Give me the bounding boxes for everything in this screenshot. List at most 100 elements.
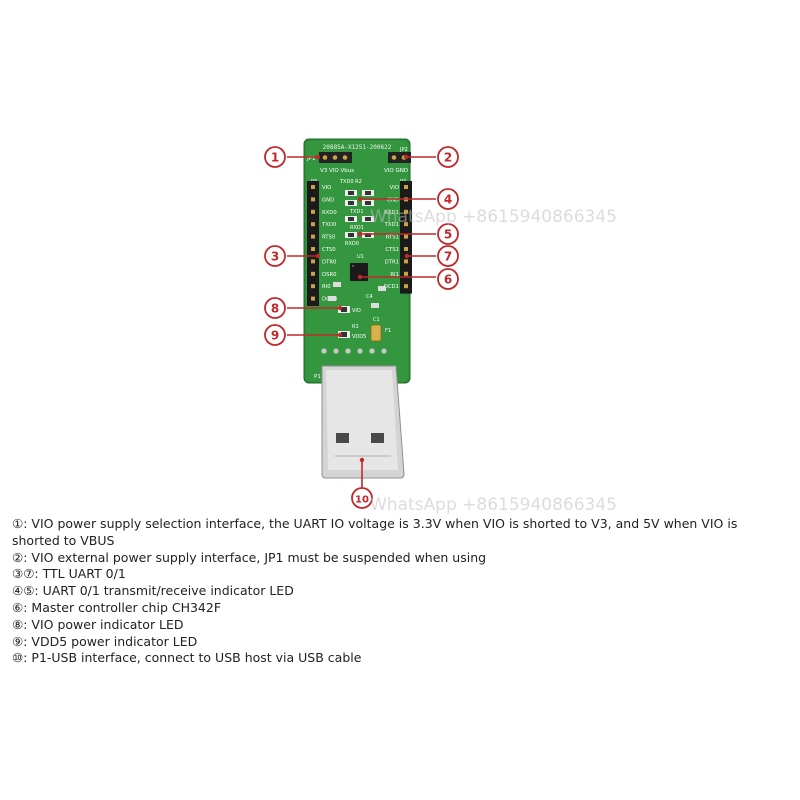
legend-line: ①: VIO power supply selection interface,…: [12, 516, 788, 550]
uart1-pin: [404, 284, 408, 289]
callout-circle-3: [264, 245, 286, 267]
legend-descriptions: ①: VIO power supply selection interface,…: [12, 516, 788, 667]
uart0-pin-label: RTS0: [322, 235, 336, 241]
uart1-pin: [404, 247, 408, 251]
label-rxd0: RXD0: [345, 241, 359, 247]
label-c1: C1: [373, 317, 380, 323]
label-txd1: TXD1: [349, 209, 364, 215]
callout-number-9: 9: [271, 328, 279, 342]
callout-number-2: 2: [444, 150, 452, 164]
callout-circle-4: [437, 188, 459, 210]
callout-circle-8: [264, 297, 286, 319]
uart0-pin-header: [307, 181, 319, 306]
jumper-jp1: [319, 152, 352, 163]
legend-line: ⑨: VDD5 power indicator LED: [12, 634, 788, 651]
callout-circle-2: [437, 146, 459, 168]
jumper-jp2-label: JP2: [399, 147, 408, 153]
callout-number-10: 10: [355, 494, 369, 505]
callout-circle-7: [437, 245, 459, 267]
callout-number-8: 8: [271, 301, 279, 315]
led-row-2: [345, 216, 374, 222]
led-row-3: [345, 232, 374, 238]
callout-lines: [287, 156, 436, 488]
label-c4: C4: [366, 294, 373, 300]
label-vdd5-led: VDD5: [352, 334, 366, 340]
jp1-pin-labels: V3 VIO Vbus: [320, 168, 354, 174]
legend-marker: ②: [12, 549, 24, 565]
uart1-pin-label: DCD1: [384, 284, 399, 290]
uart0-pin: [311, 247, 315, 251]
uart1-pin-label: VIO: [390, 185, 399, 191]
uart1-pin-label: RXD1: [384, 210, 399, 216]
uart0-pin: [311, 185, 315, 189]
label-f1: F1: [385, 328, 391, 334]
uart0-pin-label: RXD0: [322, 210, 337, 216]
uart0-pin: [311, 222, 315, 227]
uart0-pin: [311, 271, 315, 276]
uart0-pin-label: GND: [322, 197, 334, 203]
label-vio-led: VIO: [352, 308, 361, 314]
legend-marker: ⑩: [12, 650, 24, 666]
watermark-top: WhatsApp +8615940866345: [370, 207, 617, 227]
legend-line: ②: VIO external power supply interface, …: [12, 550, 788, 567]
uart0-pin: [311, 296, 315, 301]
uart0-header-body: [307, 181, 319, 306]
uart1-pin: [404, 259, 408, 264]
label-r1: R1: [352, 324, 359, 330]
legend-marker: ⑨: [12, 633, 24, 649]
callout-circle-9: [264, 324, 286, 346]
uart1-pin-label: CTS1: [385, 247, 399, 253]
uart0-pin: [311, 259, 315, 264]
uart1-pin-label: RTS1: [386, 235, 399, 241]
label-u1: U1: [357, 254, 364, 260]
label-rxd1: RXD1: [350, 225, 364, 231]
uart0-pin-label: CTS0: [322, 247, 336, 253]
callout-number-7: 7: [444, 249, 452, 263]
usb-p1-label: P1: [314, 374, 321, 380]
watermark-bottom: WhatsApp +8615940866345: [370, 495, 617, 515]
uart1-pin: [404, 234, 408, 239]
uart1-pin-label: GND: [387, 197, 399, 203]
usb-solder-pads: [321, 348, 387, 354]
jumper-jp1-label: JP1: [306, 156, 315, 162]
callout-circle-1: [264, 146, 286, 168]
legend-text: : VIO external power supply interface, J…: [23, 549, 487, 565]
legend-text: : VDD5 power indicator LED: [23, 633, 198, 649]
callout-number-1: 1: [271, 150, 279, 164]
uart1-pin-header: [400, 181, 412, 294]
uart0-pin-label: RI0: [322, 284, 331, 290]
callout-number-5: 5: [444, 227, 452, 241]
legend-marker: ①: [12, 516, 24, 531]
callout-number-6: 6: [444, 272, 452, 286]
vdd5-led: [338, 331, 350, 338]
callout-circle-5: [437, 223, 459, 245]
uart0-pin: [311, 234, 315, 239]
legend-text: : P1-USB interface, connect to USB host …: [23, 650, 362, 666]
legend-marker: ③⑦: [12, 566, 35, 582]
usb-connector: [321, 365, 405, 479]
pcb-inner-shade: [306, 141, 408, 381]
callout-circle-6: [437, 268, 459, 290]
fuse-capacitor: [370, 324, 382, 342]
vio-led: [338, 306, 350, 313]
callout-dots: [315, 154, 410, 463]
callout-number-4: 4: [444, 192, 452, 206]
silkscreen-id: 20885A-X1251-200622: [323, 144, 392, 151]
legend-marker: ④⑤: [12, 583, 35, 599]
legend-line: ③⑦: TTL UART 0/1: [12, 566, 788, 583]
legend-text: : TTL UART 0/1: [34, 566, 126, 582]
uart0-pin: [311, 197, 315, 202]
legend-line: ⑧: VIO power indicator LED: [12, 617, 788, 634]
legend-marker: ⑥: [12, 599, 24, 615]
legend-line: ⑩: P1-USB interface, connect to USB host…: [12, 650, 788, 667]
small-components: [328, 282, 386, 308]
uart0-pin-label: DTR0: [322, 259, 337, 265]
uart1-pin-label: DTR1: [385, 259, 399, 265]
uart0-pin-label: DSR0: [322, 272, 337, 278]
uart0-pin: [311, 284, 315, 289]
callout-circle-10: [351, 487, 373, 509]
legend-line: ⑥: Master controller chip CH342F: [12, 600, 788, 617]
